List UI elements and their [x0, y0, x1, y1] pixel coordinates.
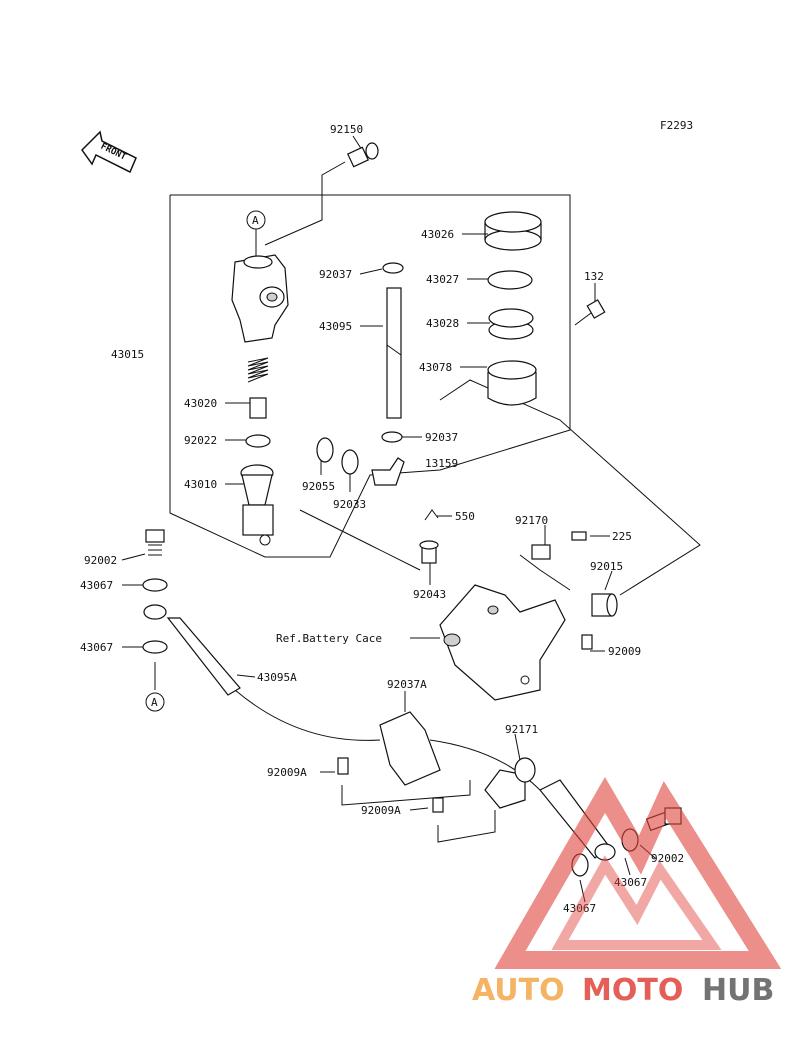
label-550: 550 [455, 510, 475, 523]
bolt-92150 [346, 142, 379, 168]
label-43067-b: 43067 [80, 641, 113, 654]
label-92002-right: 92002 [651, 852, 684, 865]
label-132: 132 [584, 270, 604, 283]
label-43015: 43015 [111, 348, 144, 361]
svg-text:A: A [151, 696, 158, 709]
label-92037-top: 92037 [319, 268, 352, 281]
part-labels: 92150 43026 92037 43027 132 43095 43028 … [80, 123, 684, 915]
diaphragm-43028 [488, 308, 534, 340]
reservoir-43078 [487, 360, 537, 406]
label-92171: 92171 [505, 723, 538, 736]
battery-case-bracket [439, 584, 566, 701]
assembly-outline [169, 194, 571, 558]
hose-end-right [539, 779, 616, 861]
label-92022: 92022 [184, 434, 217, 447]
circlip-92033 [341, 449, 359, 475]
marker-a-top: A [246, 210, 266, 230]
svg-text:A: A [252, 214, 259, 227]
screw-132 [574, 299, 606, 326]
bolt-92009a-1 [337, 757, 349, 775]
washer-43067-a [142, 578, 168, 592]
spring-43020 [247, 357, 269, 419]
elbow-13159 [371, 457, 405, 486]
watermark-auto: AUTO [472, 973, 565, 1008]
bracket-92037a [379, 711, 441, 786]
label-92009a-1: 92009A [267, 766, 307, 779]
watermark-hub: HUB [702, 973, 774, 1008]
label-43095a: 43095A [257, 671, 297, 684]
label-43027: 43027 [426, 273, 459, 286]
plate-43027 [487, 270, 533, 290]
label-92043: 92043 [413, 588, 446, 601]
master-cylinder-body [231, 254, 289, 343]
banjo-bolt-92002-left [145, 529, 165, 556]
label-92009a-2: 92009A [361, 804, 401, 817]
bolt-92009 [581, 634, 593, 650]
collar-92015 [591, 593, 618, 617]
hose-43095a [143, 604, 241, 696]
label-13159: 13159 [425, 457, 458, 470]
bracket-92170 [531, 544, 551, 560]
label-92037a: 92037A [387, 678, 427, 691]
clamp-92171 [484, 757, 536, 809]
label-92015: 92015 [590, 560, 623, 573]
label-92002-left: 92002 [84, 554, 117, 567]
label-92033: 92033 [333, 498, 366, 511]
watermark-moto: MOTO [582, 973, 683, 1008]
label-43067-a: 43067 [80, 579, 113, 592]
reservoir-cap-43026 [484, 211, 542, 251]
piston-43010 [240, 464, 274, 546]
bolt-225 [571, 531, 587, 541]
label-43067-c: 43067 [614, 876, 647, 889]
cotter-pin-550 [424, 509, 439, 521]
clamp-92037-mid [381, 431, 403, 443]
label-43010: 43010 [184, 478, 217, 491]
clamp-92037-top [382, 262, 404, 274]
automotohub-watermark-logo: AUTO MOTO HUB [472, 777, 782, 1008]
front-arrow-icon: FRONT [81, 130, 137, 174]
label-43078: 43078 [419, 361, 452, 374]
label-43028: 43028 [426, 317, 459, 330]
marker-a-bottom: A [145, 692, 165, 712]
label-92055: 92055 [302, 480, 335, 493]
pin-92043 [419, 540, 439, 564]
hose-43095 [386, 287, 402, 419]
label-43026: 43026 [421, 228, 454, 241]
label-92170: 92170 [515, 514, 548, 527]
label-225: 225 [612, 530, 632, 543]
bolt-92009a-2 [432, 797, 444, 813]
label-43067-d: 43067 [563, 902, 596, 915]
label-92150: 92150 [330, 123, 363, 136]
label-92037-mid: 92037 [425, 431, 458, 444]
diagram-code: F2293 [660, 119, 693, 132]
label-43020: 43020 [184, 397, 217, 410]
o-ring-92055 [316, 437, 334, 463]
label-92009-right: 92009 [608, 645, 641, 658]
label-43095: 43095 [319, 320, 352, 333]
label-ref-battery-case: Ref.Battery Cace [276, 632, 382, 645]
washer-43067-b [142, 640, 168, 654]
circlip-92022 [245, 434, 271, 448]
leader-lines [121, 135, 701, 903]
